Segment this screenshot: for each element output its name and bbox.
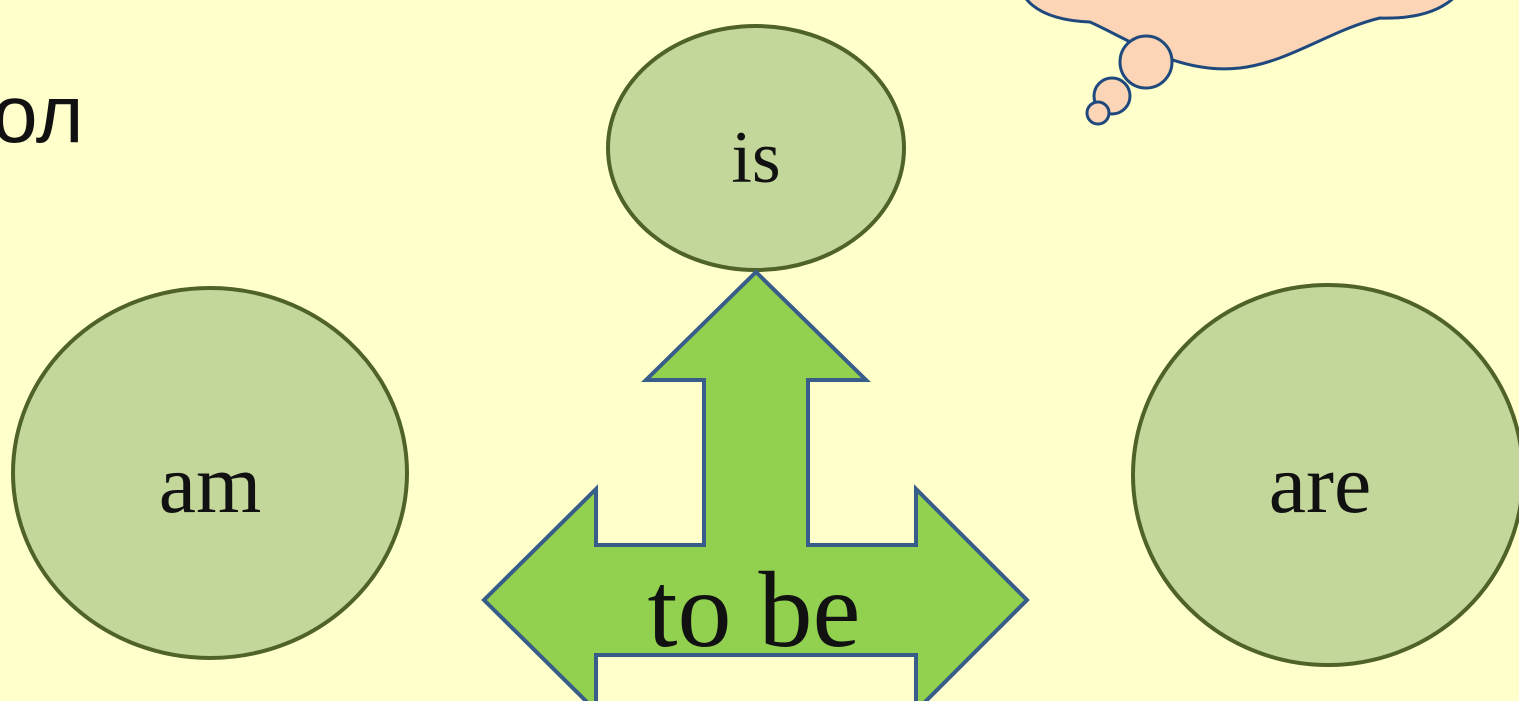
bubble-is-label: is (731, 117, 780, 199)
bubble-are: are (1133, 285, 1519, 665)
bubble-is: is (608, 26, 904, 270)
thought-cloud-icon (1018, 0, 1470, 124)
bubble-am-label: am (159, 438, 262, 531)
partial-heading: ол (0, 69, 84, 160)
center-label: to be (648, 551, 861, 670)
bubble-are-label: are (1269, 438, 1372, 531)
bubble-am: am (13, 288, 407, 658)
